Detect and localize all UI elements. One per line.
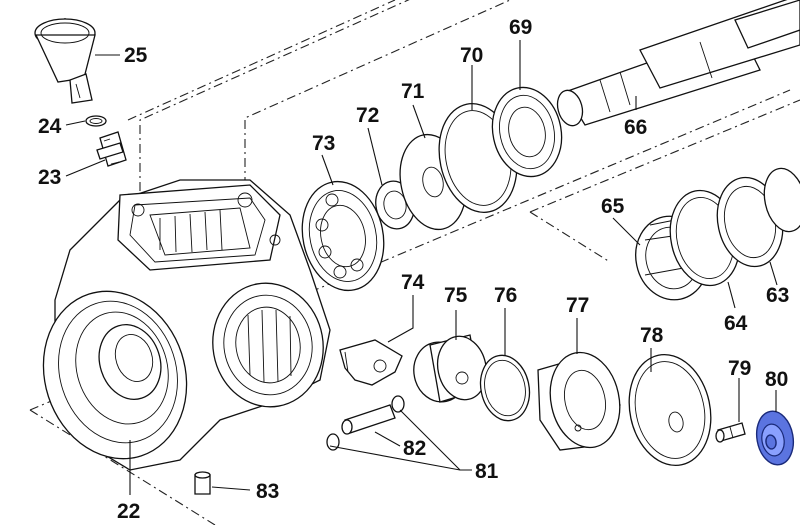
callout-66: 66 — [624, 116, 647, 139]
ring-part — [479, 354, 531, 422]
callout-83: 83 — [256, 480, 279, 503]
callout-22: 22 — [117, 500, 140, 523]
bracket-part — [339, 339, 403, 386]
taper-bearing-part — [491, 86, 563, 178]
callout-65: 65 — [601, 195, 625, 218]
leader-lines — [65, 40, 778, 495]
callout-24: 24 — [38, 115, 62, 138]
callout-73: 73 — [312, 132, 335, 155]
callout-63: 63 — [766, 284, 789, 307]
plug-part — [194, 471, 211, 495]
ball-bearing-part — [301, 180, 385, 292]
piston-part — [413, 334, 488, 403]
callout-82: 82 — [403, 437, 426, 460]
callout-80: 80 — [765, 368, 788, 391]
callout-71: 71 — [401, 80, 425, 103]
pin-82-part — [341, 404, 396, 435]
callout-labels: 25 24 23 22 73 72 71 70 69 66 65 64 63 7… — [38, 16, 789, 523]
callout-64: 64 — [724, 312, 748, 335]
callout-25: 25 — [124, 44, 148, 67]
funnel-part — [34, 18, 96, 104]
small-o-ring-part — [85, 115, 107, 127]
housing-part — [42, 179, 331, 471]
callout-74: 74 — [401, 271, 425, 294]
plate-part — [628, 353, 712, 467]
callout-75: 75 — [444, 284, 468, 307]
callout-72: 72 — [356, 104, 379, 127]
cover-part — [537, 351, 621, 451]
shaft-part — [556, 0, 800, 127]
cap-80-part[interactable] — [753, 408, 798, 467]
pin-79-part — [715, 422, 746, 443]
washer-63-part — [716, 167, 800, 268]
callout-78: 78 — [640, 324, 664, 347]
fitting-part — [96, 131, 127, 167]
callout-77: 77 — [566, 294, 589, 317]
callout-23: 23 — [38, 166, 61, 189]
callout-81: 81 — [475, 460, 499, 483]
callout-69: 69 — [509, 16, 532, 39]
callout-76: 76 — [494, 284, 517, 307]
callout-79: 79 — [728, 357, 751, 380]
callout-70: 70 — [460, 44, 483, 67]
